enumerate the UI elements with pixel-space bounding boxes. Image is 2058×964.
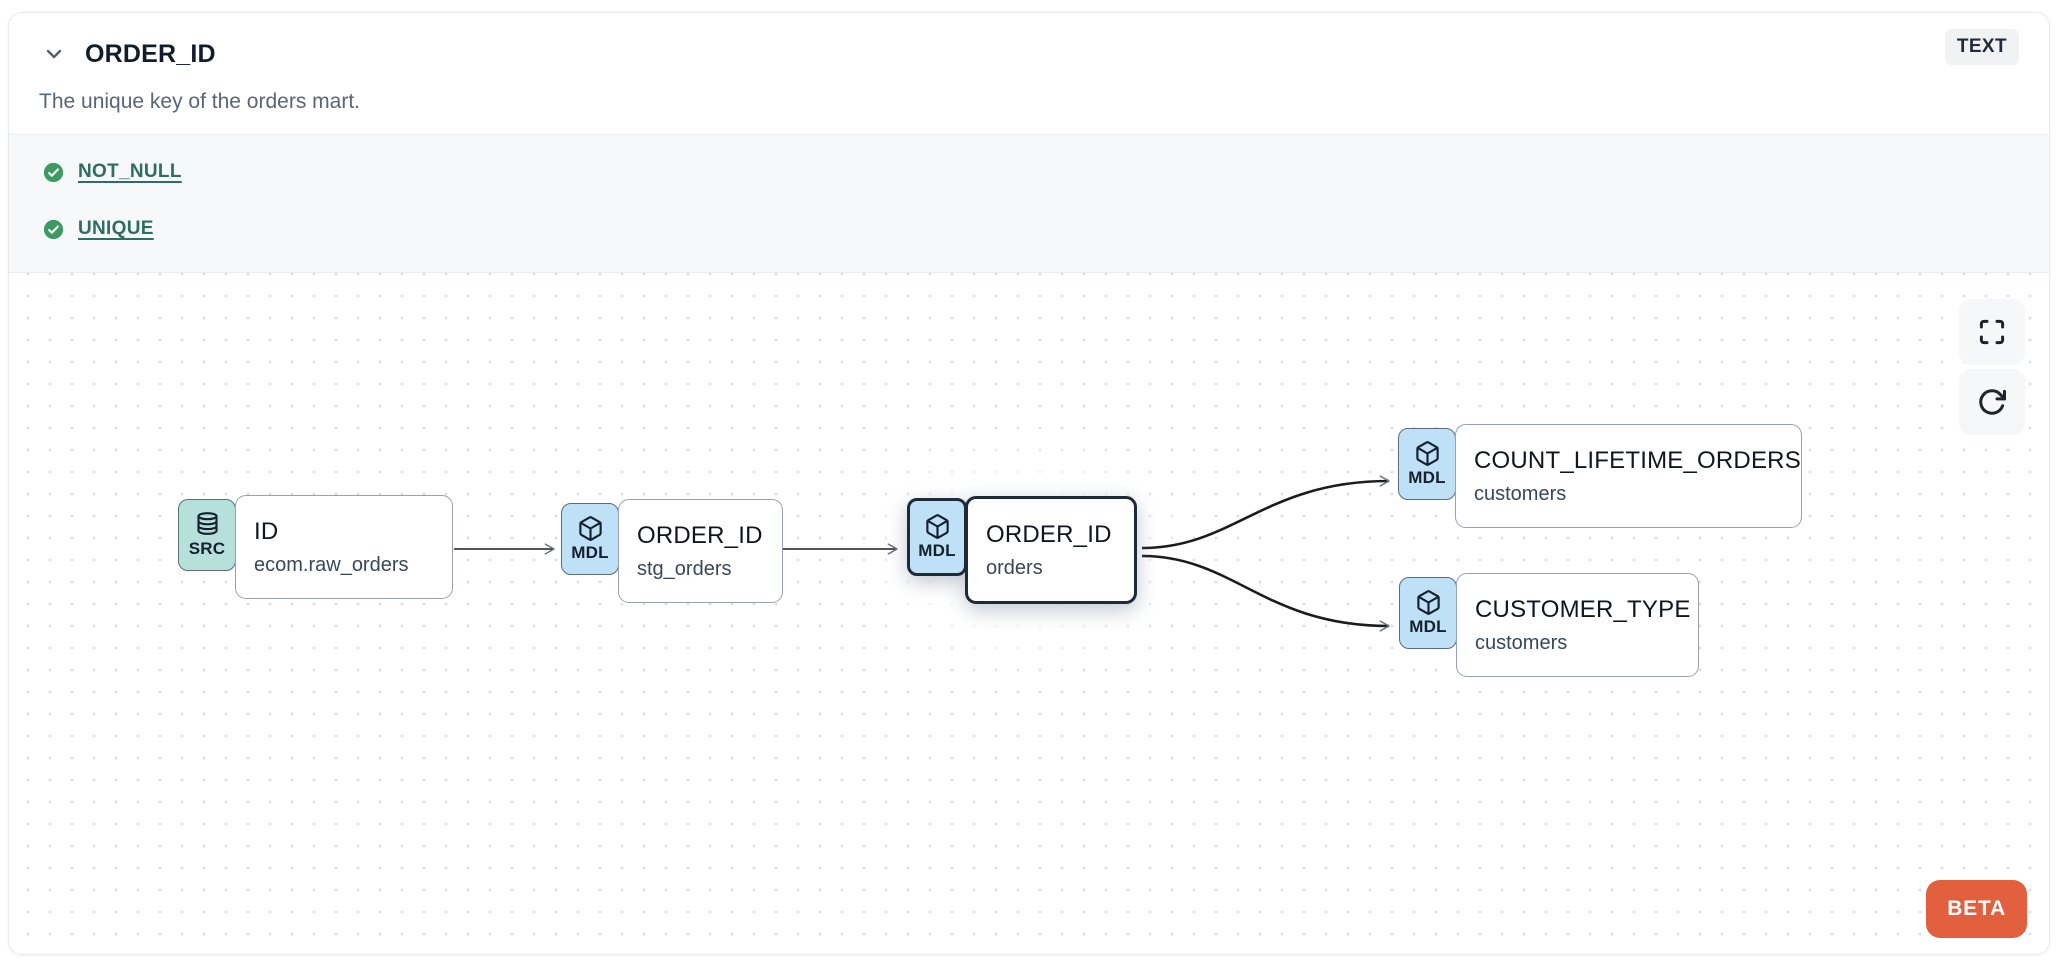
node-badge-label: MDL bbox=[1408, 468, 1446, 487]
chevron-down-icon bbox=[46, 49, 62, 59]
refresh-icon bbox=[1979, 389, 2006, 415]
node-badge-label: MDL bbox=[1409, 617, 1447, 636]
edge bbox=[1141, 554, 1390, 632]
node-subtitle: customers bbox=[1475, 631, 1568, 654]
lineage-edges bbox=[454, 475, 1390, 632]
node-title: ID bbox=[254, 517, 279, 545]
column-description: The unique key of the orders mart. bbox=[39, 90, 360, 113]
edge bbox=[1141, 475, 1390, 550]
column-detail-card: ORDER_ID TEXT The unique key of the orde… bbox=[8, 12, 2050, 955]
node-title: COUNT_LIFETIME_ORDERS bbox=[1474, 446, 1801, 474]
fullscreen-button[interactable] bbox=[1959, 299, 2025, 365]
column-type-badge: TEXT bbox=[1944, 29, 2019, 65]
test-row: NOT_NULL bbox=[43, 160, 2049, 184]
fullscreen-icon bbox=[1979, 319, 2005, 345]
database-icon bbox=[196, 512, 218, 535]
node-badge-label: SRC bbox=[188, 539, 226, 558]
refresh-button[interactable] bbox=[1959, 369, 2025, 435]
test-link-unique[interactable]: UNIQUE bbox=[78, 218, 154, 239]
cube-icon bbox=[1416, 590, 1440, 615]
node-type-badge: MDL bbox=[561, 503, 619, 575]
header: ORDER_ID TEXT The unique key of the orde… bbox=[9, 13, 2049, 134]
node-type-badge: MDL bbox=[1398, 428, 1456, 500]
check-circle-icon bbox=[43, 162, 64, 182]
node-badge-label: MDL bbox=[918, 541, 956, 560]
node-title: ORDER_ID bbox=[986, 520, 1112, 548]
cube-icon bbox=[1415, 441, 1439, 466]
node-subtitle: orders bbox=[986, 556, 1043, 579]
node-subtitle: stg_orders bbox=[637, 557, 732, 580]
lineage-canvas[interactable]: SRC ID ecom.raw_orders MDL ORDER_ID stg_… bbox=[9, 273, 2049, 954]
cube-icon bbox=[578, 516, 602, 541]
node-type-badge: MDL bbox=[1399, 577, 1457, 649]
test-link-not-null[interactable]: NOT_NULL bbox=[78, 161, 182, 182]
node-subtitle: customers bbox=[1474, 482, 1567, 505]
beta-badge: BETA bbox=[1926, 880, 2027, 938]
check-circle-icon bbox=[43, 219, 64, 239]
node-subtitle: ecom.raw_orders bbox=[254, 553, 409, 576]
node-type-badge: SRC bbox=[178, 499, 236, 571]
node-title: CUSTOMER_TYPE bbox=[1475, 595, 1691, 623]
cube-icon bbox=[925, 514, 949, 539]
page-title: ORDER_ID bbox=[85, 39, 216, 68]
node-title: ORDER_ID bbox=[637, 521, 763, 549]
test-row: UNIQUE bbox=[43, 217, 2049, 241]
node-type-badge: MDL bbox=[907, 498, 967, 576]
collapse-button[interactable] bbox=[39, 39, 69, 69]
tests-section: NOT_NULL UNIQUE bbox=[9, 134, 2049, 273]
node-badge-label: MDL bbox=[571, 543, 609, 562]
canvas-controls bbox=[1959, 299, 2025, 435]
